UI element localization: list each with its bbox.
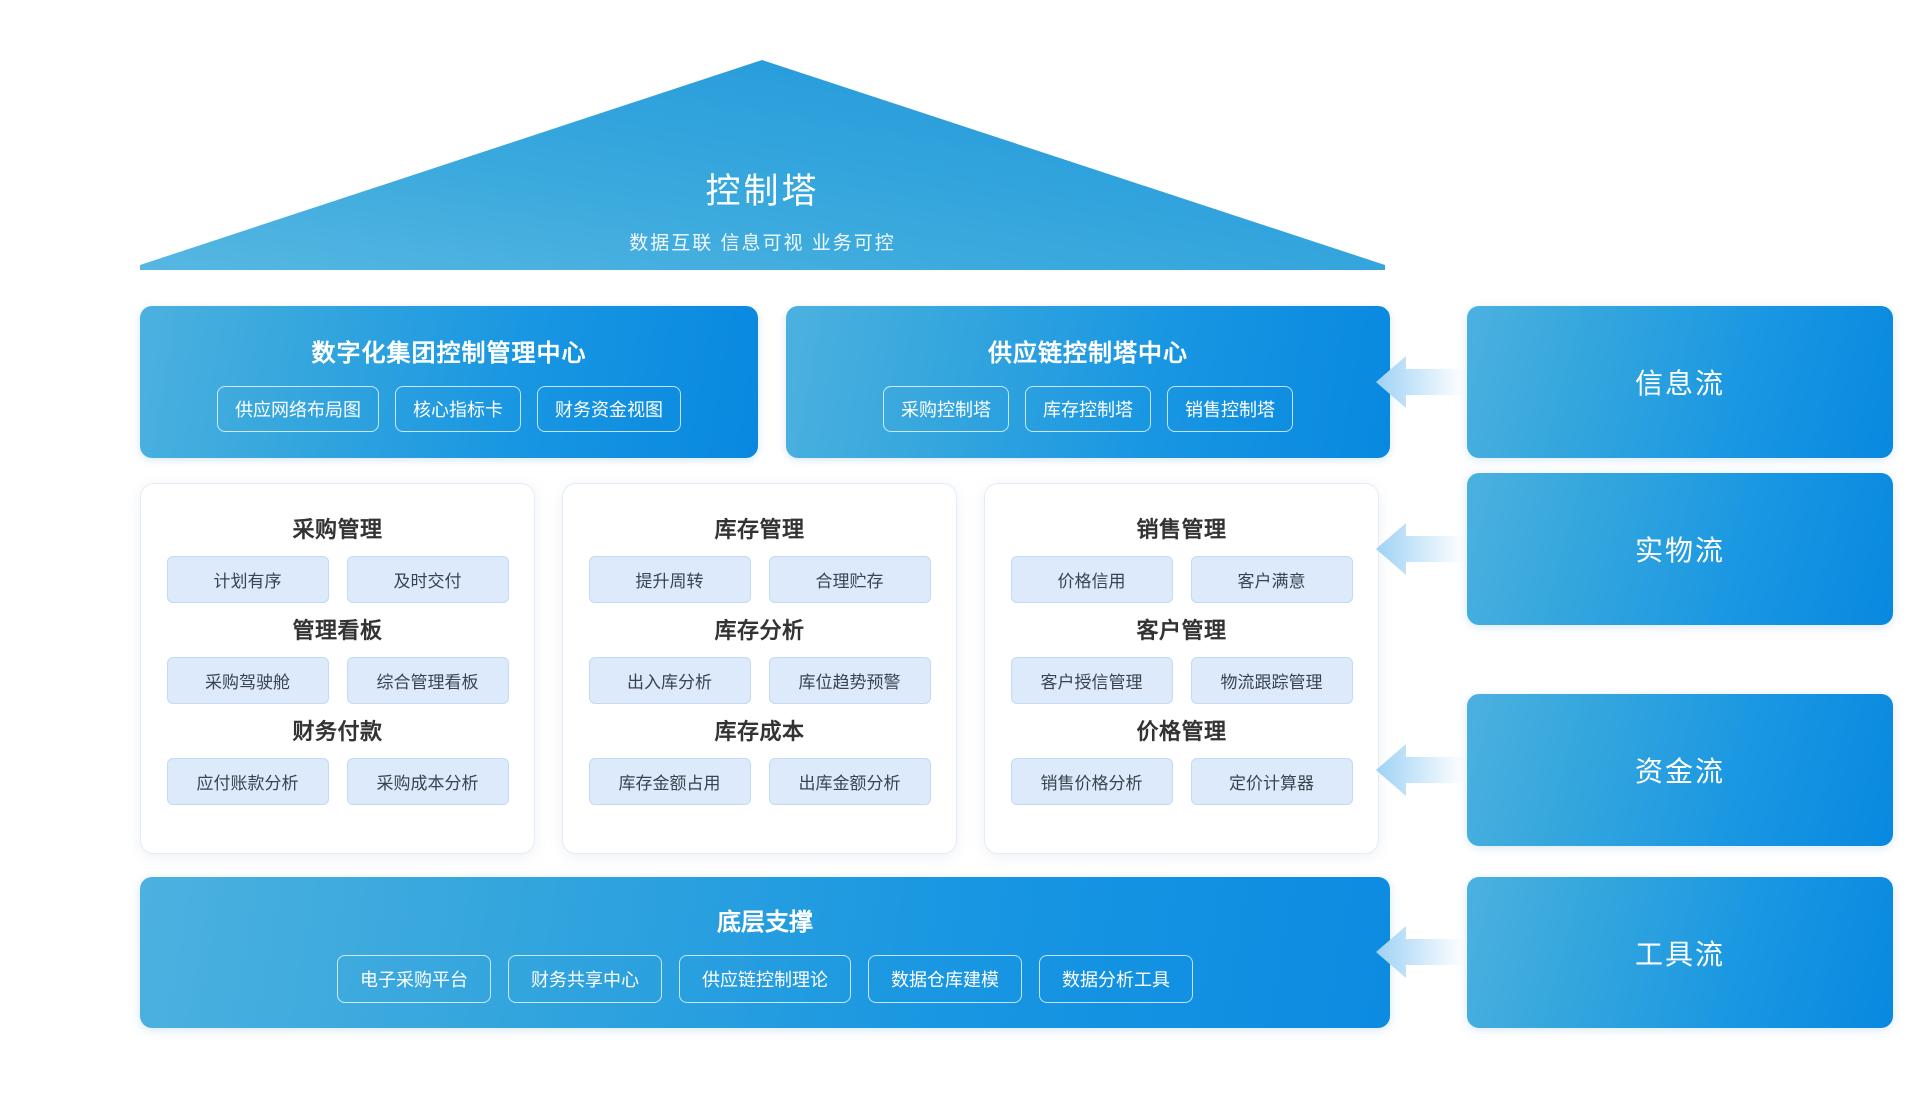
pill-customer-credit-management[interactable]: 客户授信管理 bbox=[1010, 657, 1173, 704]
pill-pricing-calculator[interactable]: 定价计算器 bbox=[1190, 758, 1353, 805]
digital-group-control-center-card[interactable]: 数字化集团控制管理中心 供应网络布局图 核心指标卡 财务资金视图 bbox=[140, 306, 758, 458]
pill-customer-satisfaction[interactable]: 客户满意 bbox=[1190, 556, 1353, 603]
panel-purchase-management: 采购管理 计划有序 及时交付 管理看板 采购驾驶舱 综合管理看板 财务付款 应付… bbox=[140, 483, 535, 854]
pill-location-trend-alert[interactable]: 库位趋势预警 bbox=[768, 657, 931, 704]
group-pill-list: 出入库分析 库位趋势预警 bbox=[588, 657, 931, 704]
panel-group: 销售管理 价格信用 客户满意 bbox=[985, 502, 1378, 603]
group-pill-list: 销售价格分析 定价计算器 bbox=[1010, 758, 1353, 805]
group-heading: 销售管理 bbox=[1136, 517, 1227, 542]
panel-group: 库存分析 出入库分析 库位趋势预警 bbox=[563, 603, 956, 704]
left-arrow-icon bbox=[1376, 517, 1464, 581]
pill-data-analysis-tools[interactable]: 数据分析工具 bbox=[1039, 955, 1193, 1003]
left-arrow-icon bbox=[1376, 738, 1464, 802]
group-heading: 采购管理 bbox=[292, 517, 383, 542]
pill-supply-chain-control-theory[interactable]: 供应链控制理论 bbox=[679, 955, 851, 1003]
supply-chain-control-tower-card[interactable]: 供应链控制塔中心 采购控制塔 库存控制塔 销售控制塔 bbox=[786, 306, 1390, 458]
pill-logistics-tracking-management[interactable]: 物流跟踪管理 bbox=[1190, 657, 1353, 704]
pill-inventory-amount-occupied[interactable]: 库存金额占用 bbox=[588, 758, 751, 805]
pill-core-indicator-card[interactable]: 核心指标卡 bbox=[395, 385, 521, 432]
support-pill-list: 电子采购平台 财务共享中心 供应链控制理论 数据仓库建模 数据分析工具 bbox=[337, 955, 1193, 1003]
group-pill-list: 库存金额占用 出库金额分析 bbox=[588, 758, 931, 805]
panel-inventory-management: 库存管理 提升周转 合理贮存 库存分析 出入库分析 库位趋势预警 库存成本 库存… bbox=[562, 483, 957, 854]
pill-plan-orderly[interactable]: 计划有序 bbox=[166, 556, 329, 603]
card-title: 数字化集团控制管理中心 bbox=[311, 339, 587, 367]
group-pill-list: 采购驾驶舱 综合管理看板 bbox=[166, 657, 509, 704]
pill-purchase-cockpit[interactable]: 采购驾驶舱 bbox=[166, 657, 329, 704]
flow-card-physical-goods[interactable]: 实物流 bbox=[1467, 473, 1893, 625]
pill-financial-fund-view[interactable]: 财务资金视图 bbox=[537, 385, 681, 432]
pill-sales-price-analysis[interactable]: 销售价格分析 bbox=[1010, 758, 1173, 805]
group-pill-list: 提升周转 合理贮存 bbox=[588, 556, 931, 603]
flow-card-information[interactable]: 信息流 bbox=[1467, 306, 1893, 458]
card-pill-list: 采购控制塔 库存控制塔 销售控制塔 bbox=[883, 385, 1293, 432]
panel-group: 客户管理 客户授信管理 物流跟踪管理 bbox=[985, 603, 1378, 704]
panel-group: 库存管理 提升周转 合理贮存 bbox=[563, 502, 956, 603]
panel-group: 管理看板 采购驾驶舱 综合管理看板 bbox=[141, 603, 534, 704]
left-arrow-icon bbox=[1376, 350, 1464, 414]
left-arrow-icon bbox=[1376, 920, 1464, 984]
card-pill-list: 供应网络布局图 核心指标卡 财务资金视图 bbox=[217, 385, 681, 432]
support-title: 底层支撑 bbox=[717, 909, 813, 936]
group-heading: 管理看板 bbox=[292, 618, 383, 643]
pill-price-credit[interactable]: 价格信用 bbox=[1010, 556, 1173, 603]
pill-integrated-management-board[interactable]: 综合管理看板 bbox=[346, 657, 509, 704]
panel-sales-management: 销售管理 价格信用 客户满意 客户管理 客户授信管理 物流跟踪管理 价格管理 销… bbox=[984, 483, 1379, 854]
group-pill-list: 应付账款分析 采购成本分析 bbox=[166, 758, 509, 805]
card-title: 供应链控制塔中心 bbox=[988, 339, 1188, 367]
pill-accounts-payable-analysis[interactable]: 应付账款分析 bbox=[166, 758, 329, 805]
pill-reasonable-storage[interactable]: 合理贮存 bbox=[768, 556, 931, 603]
flow-card-tools[interactable]: 工具流 bbox=[1467, 877, 1893, 1028]
panel-group: 财务付款 应付账款分析 采购成本分析 bbox=[141, 704, 534, 805]
panel-group: 采购管理 计划有序 及时交付 bbox=[141, 502, 534, 603]
panel-group: 价格管理 销售价格分析 定价计算器 bbox=[985, 704, 1378, 805]
group-pill-list: 计划有序 及时交付 bbox=[166, 556, 509, 603]
pill-outbound-amount-analysis[interactable]: 出库金额分析 bbox=[768, 758, 931, 805]
pill-improve-turnover[interactable]: 提升周转 bbox=[588, 556, 751, 603]
group-heading: 库存分析 bbox=[714, 618, 805, 643]
group-heading: 价格管理 bbox=[1136, 719, 1227, 744]
pill-timely-delivery[interactable]: 及时交付 bbox=[346, 556, 509, 603]
pill-supply-network-layout[interactable]: 供应网络布局图 bbox=[217, 385, 379, 432]
panel-group: 库存成本 库存金额占用 出库金额分析 bbox=[563, 704, 956, 805]
pill-purchase-cost-analysis[interactable]: 采购成本分析 bbox=[346, 758, 509, 805]
pill-sales-control-tower[interactable]: 销售控制塔 bbox=[1167, 385, 1293, 432]
group-heading: 库存管理 bbox=[714, 517, 805, 542]
pill-inbound-outbound-analysis[interactable]: 出入库分析 bbox=[588, 657, 751, 704]
flow-card-funds[interactable]: 资金流 bbox=[1467, 694, 1893, 846]
pill-data-warehouse-modeling[interactable]: 数据仓库建模 bbox=[868, 955, 1022, 1003]
pill-e-procurement-platform[interactable]: 电子采购平台 bbox=[337, 955, 491, 1003]
foundation-support-bar[interactable]: 底层支撑 电子采购平台 财务共享中心 供应链控制理论 数据仓库建模 数据分析工具 bbox=[140, 877, 1390, 1028]
control-tower-roof: 控制塔 数据互联 信息可视 业务可控 bbox=[140, 60, 1385, 270]
group-heading: 客户管理 bbox=[1136, 618, 1227, 643]
pill-inventory-control-tower[interactable]: 库存控制塔 bbox=[1025, 385, 1151, 432]
pill-purchase-control-tower[interactable]: 采购控制塔 bbox=[883, 385, 1009, 432]
group-heading: 库存成本 bbox=[714, 719, 805, 744]
group-pill-list: 客户授信管理 物流跟踪管理 bbox=[1010, 657, 1353, 704]
pill-finance-shared-center[interactable]: 财务共享中心 bbox=[508, 955, 662, 1003]
group-pill-list: 价格信用 客户满意 bbox=[1010, 556, 1353, 603]
group-heading: 财务付款 bbox=[292, 719, 383, 744]
